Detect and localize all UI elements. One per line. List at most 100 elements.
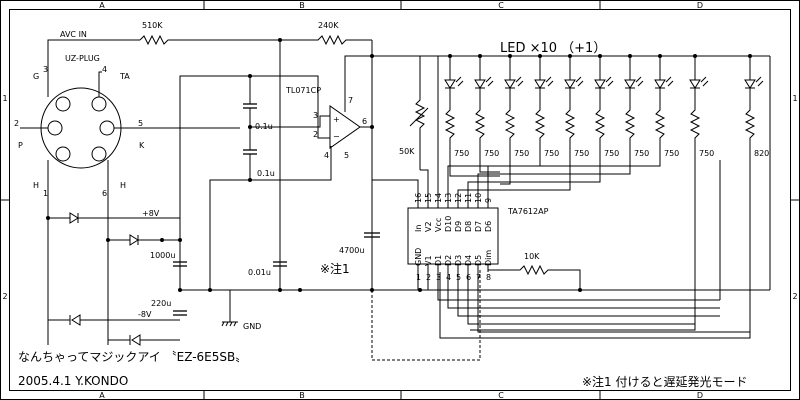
resistor-label-1: 750 — [454, 149, 469, 158]
ic-bottom-pin-num-7: 7 — [476, 273, 481, 282]
resistor-label-4: 750 — [544, 149, 559, 158]
led-branch-6: 750 — [594, 54, 619, 160]
op-pin2: 2 — [313, 130, 318, 139]
ic-bottom-pin-name-3: D1 — [434, 255, 443, 266]
ic-pins: 16InGND115V2V1214VccD1313D10D2412D9D3511… — [372, 56, 751, 339]
pin-6-num: 6 — [102, 189, 107, 198]
pin-ta-label: TA — [119, 72, 130, 81]
pin-k-label: K — [139, 141, 145, 150]
ic-bottom-pin-name-4: D2 — [444, 255, 453, 266]
opamp-minus: − — [333, 132, 340, 141]
col-c-top: C — [498, 1, 504, 10]
col-d-bottom: D — [697, 391, 703, 400]
pin-h-left-label: H — [33, 181, 39, 190]
row-1-right: 1 — [792, 94, 797, 103]
pin-3-num: 3 — [43, 65, 48, 74]
pin-1-num: 1 — [43, 189, 48, 198]
opamp-symbol — [329, 105, 361, 149]
resistor-label-8: 750 — [664, 149, 679, 158]
cap220-label: 220u — [151, 299, 171, 308]
ic-bottom-pin-num-4: 4 — [446, 273, 451, 282]
pin-g-label: G — [33, 72, 39, 81]
resistor-label-2: 750 — [484, 149, 499, 158]
ic-bottom-pin-name-2: V1 — [424, 255, 433, 266]
row-2-right: 2 — [792, 292, 797, 301]
ic-top-pin-name-8: D6 — [484, 221, 493, 232]
led-branch-5: 750 — [564, 54, 589, 160]
ic-bottom-pin-name-6: D4 — [464, 255, 473, 266]
op-pin3: 3 — [313, 111, 318, 120]
cap1000-label: 1000u — [150, 251, 175, 260]
op-pin4: 4 — [324, 151, 329, 160]
note1-mark: ※注1 — [320, 261, 350, 276]
ic-top-pin-name-3: Vcc — [434, 218, 443, 232]
ic-bottom-pin-name-1: GND — [414, 248, 423, 266]
op-pin7: 7 — [348, 96, 353, 105]
cap1-label: 0.1u — [255, 122, 273, 131]
op-pin5: 5 — [344, 151, 349, 160]
led-branch-7: 750 — [624, 54, 649, 160]
ic-top-pin-name-2: V2 — [424, 221, 433, 232]
pin-5-num: 5 — [138, 119, 143, 128]
ic-top-pin-name-7: D7 — [474, 221, 483, 232]
plug-label: UZ-PLUG — [65, 54, 100, 63]
resistor-label-10: 820 — [754, 149, 769, 158]
ic-bottom-pin-num-8: 8 — [486, 273, 491, 282]
col-b-bottom: B — [299, 391, 305, 400]
footer-note: ※注1 付けると遅延発光モード — [582, 374, 748, 389]
minus8v-label: -8V — [138, 310, 152, 319]
col-c-bottom: C — [498, 391, 504, 400]
pin-2-num: 2 — [14, 119, 19, 128]
col-a-bottom: A — [99, 391, 105, 400]
led-branch-9: 750 — [689, 54, 714, 160]
cap3-label: 0.01u — [248, 268, 271, 277]
led-branch-1: 750 — [444, 54, 469, 160]
led-branch-4: 750 — [534, 54, 559, 160]
led-ladder: 750 750 750 750 750 750 750 750 750 820 — [444, 54, 769, 160]
cap4700-label: 4700u — [339, 246, 364, 255]
avc-in-label: AVC IN — [60, 30, 87, 39]
ic-top-pin-name-1: In — [414, 225, 423, 232]
ic-bottom-pin-num-6: 6 — [466, 273, 471, 282]
footer-date: 2005.4.1 Y.KONDO — [18, 374, 128, 388]
footer-title: なんちゃってマジックアイ 〝EZ-6E5SB〟 — [18, 350, 247, 364]
opamp-plus: + — [333, 115, 340, 124]
r240k-label: 240K — [318, 21, 339, 30]
uz-plug-socket — [40, 87, 122, 169]
op-pin6: 6 — [362, 117, 367, 126]
cap2-label: 0.1u — [257, 169, 275, 178]
ic-bottom-pin-name-5: D3 — [454, 255, 463, 266]
row-2-left: 2 — [2, 292, 7, 301]
ic-bottom-pin-num-1: 1 — [416, 273, 421, 282]
ic-top-pin-num-8: 9 — [484, 198, 493, 203]
led-branch-3: 750 — [504, 54, 529, 160]
col-b-top: B — [299, 1, 305, 10]
led-branch-8: 750 — [654, 54, 679, 160]
ic-bottom-pin-num-5: 5 — [456, 273, 461, 282]
led-branch-2: 750 — [474, 54, 499, 160]
ic-top-pin-name-6: D8 — [464, 221, 473, 232]
led-title: LED ×10 （+1） — [500, 41, 606, 56]
resistor-label-7: 750 — [634, 149, 649, 158]
resistor-label-9: 750 — [699, 149, 714, 158]
col-a-top: A — [99, 1, 105, 10]
pin-h-right-label: H — [120, 181, 126, 190]
pin-p-label: P — [18, 141, 23, 150]
ic-top-pin-name-4: D10 — [444, 216, 453, 232]
ic-bottom-pin-num-3: 3 — [436, 273, 441, 282]
r510k-label: 510K — [142, 21, 163, 30]
pin-4-num: 4 — [102, 65, 107, 74]
row-1-left: 1 — [2, 94, 7, 103]
ic-top-pin-name-5: D9 — [454, 221, 463, 232]
gnd-label: GND — [243, 322, 261, 331]
ic-ta7612ap — [407, 207, 499, 265]
ic-bottom-pin-name-8: Dim — [484, 250, 493, 266]
resistor-label-3: 750 — [514, 149, 529, 158]
plus8v-label: +8V — [142, 209, 160, 218]
col-d-top: D — [697, 1, 703, 10]
led-branch-10: 820 — [744, 54, 769, 160]
opamp-label: TL071CP — [285, 86, 321, 95]
ic-bottom-pin-name-7: D5 — [474, 255, 483, 266]
resistor-label-5: 750 — [574, 149, 589, 158]
